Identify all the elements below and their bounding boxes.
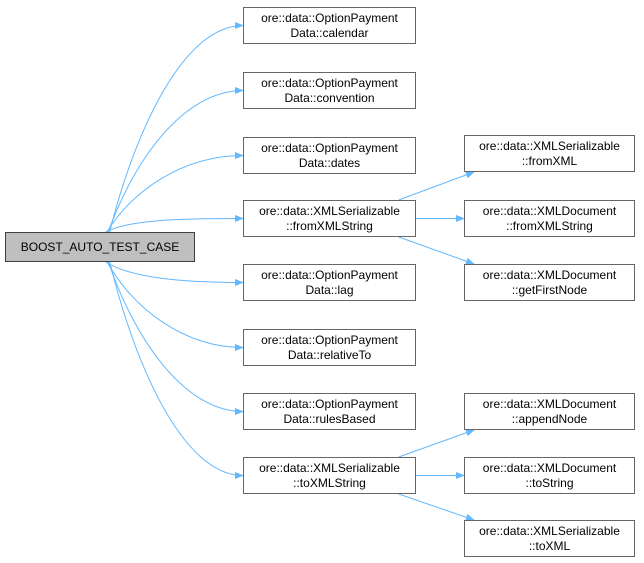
node-label: BOOST_AUTO_TEST_CASE (20, 239, 180, 254)
edge-toXMLString_ser-to-toXML (398, 493, 475, 521)
node-label-line-1: ore::data::OptionPayment (261, 396, 398, 411)
node-option-payment-data-calendar[interactable]: ore::data::OptionPayment Data::calendar (243, 7, 416, 44)
node-option-payment-data-dates[interactable]: ore::data::OptionPayment Data::dates (243, 137, 416, 174)
node-label-line-2: Data::relativeTo (287, 347, 372, 362)
node-label-line-1: ore::data::OptionPayment (261, 75, 398, 90)
node-label-line-2: ::toString (525, 475, 574, 490)
node-xml-serializable-to-xml-string[interactable]: ore::data::XMLSerializable ::toXMLString (243, 457, 416, 494)
edge-root-to-toXMLString_ser (109, 261, 244, 480)
edge-root-to-relativeTo (106, 261, 244, 352)
node-label-line-1: ore::data::XMLSerializable (479, 523, 620, 538)
node-xml-document-to-string[interactable]: ore::data::XMLDocument ::toString (464, 457, 635, 494)
edge-toXMLString_ser-to-appendNode (398, 429, 475, 458)
node-label-line-1: ore::data::OptionPayment (261, 332, 398, 347)
node-label-line-2: ::getFirstNode (511, 282, 588, 297)
node-label-line-2: Data::lag (305, 282, 354, 297)
node-label-line-2: ::toXML (528, 538, 571, 553)
node-xml-document-get-first-node[interactable]: ore::data::XMLDocument ::getFirstNode (464, 264, 635, 301)
edge-root-to-lag (105, 261, 244, 287)
node-xml-serializable-from-xml[interactable]: ore::data::XMLSerializable ::fromXML (464, 135, 635, 172)
edge-root-to-dates (106, 151, 244, 233)
node-label-line-1: ore::data::OptionPayment (261, 140, 398, 155)
node-xml-serializable-from-xml-string[interactable]: ore::data::XMLSerializable ::fromXMLStri… (243, 200, 416, 237)
node-label-line-1: ore::data::OptionPayment (261, 267, 398, 282)
node-label-line-1: ore::data::XMLSerializable (479, 138, 620, 153)
node-label-line-2: Data::calendar (290, 25, 369, 40)
node-option-payment-data-lag[interactable]: ore::data::OptionPayment Data::lag (243, 264, 416, 301)
edge-fromXMLString_ser-to-getFirstNode (398, 236, 475, 265)
node-label-line-1: ore::data::XMLSerializable (259, 203, 400, 218)
node-label-line-2: Data::convention (284, 90, 375, 105)
node-option-payment-data-relative-to[interactable]: ore::data::OptionPayment Data::relativeT… (243, 329, 416, 366)
node-label-line-1: ore::data::XMLDocument (482, 396, 617, 411)
edge-root-to-calendar (109, 21, 244, 233)
node-label-line-2: Data::rulesBased (283, 411, 376, 426)
edge-root-to-convention (107, 86, 244, 233)
node-label-line-2: ::fromXMLString (286, 218, 373, 233)
node-label-line-2: ::fromXML (521, 153, 578, 168)
node-option-payment-data-rules-based[interactable]: ore::data::OptionPayment Data::rulesBase… (243, 393, 416, 430)
node-label-line-1: ore::data::XMLDocument (482, 267, 617, 282)
node-label-line-2: ::toXMLString (293, 475, 366, 490)
node-label-line-2: ::fromXMLString (506, 218, 593, 233)
node-label-line-1: ore::data::OptionPayment (261, 10, 398, 25)
node-label-line-1: ore::data::XMLDocument (482, 203, 617, 218)
edge-root-to-fromXMLString_ser (105, 214, 244, 233)
node-label-line-2: Data::dates (298, 155, 361, 170)
node-label-line-2: ::appendNode (511, 411, 588, 426)
node-option-payment-data-convention[interactable]: ore::data::OptionPayment Data::conventio… (243, 72, 416, 109)
edge-fromXMLString_ser-to-fromXML (398, 171, 475, 201)
node-xml-serializable-to-xml[interactable]: ore::data::XMLSerializable ::toXML (464, 520, 635, 557)
node-xml-document-append-node[interactable]: ore::data::XMLDocument ::appendNode (464, 393, 635, 430)
edge-root-to-rulesBased (107, 261, 244, 416)
node-xml-document-from-xml-string[interactable]: ore::data::XMLDocument ::fromXMLString (464, 200, 635, 237)
node-label-line-1: ore::data::XMLSerializable (259, 460, 400, 475)
node-boost-auto-test-case[interactable]: BOOST_AUTO_TEST_CASE (5, 232, 195, 262)
node-label-line-1: ore::data::XMLDocument (482, 460, 617, 475)
